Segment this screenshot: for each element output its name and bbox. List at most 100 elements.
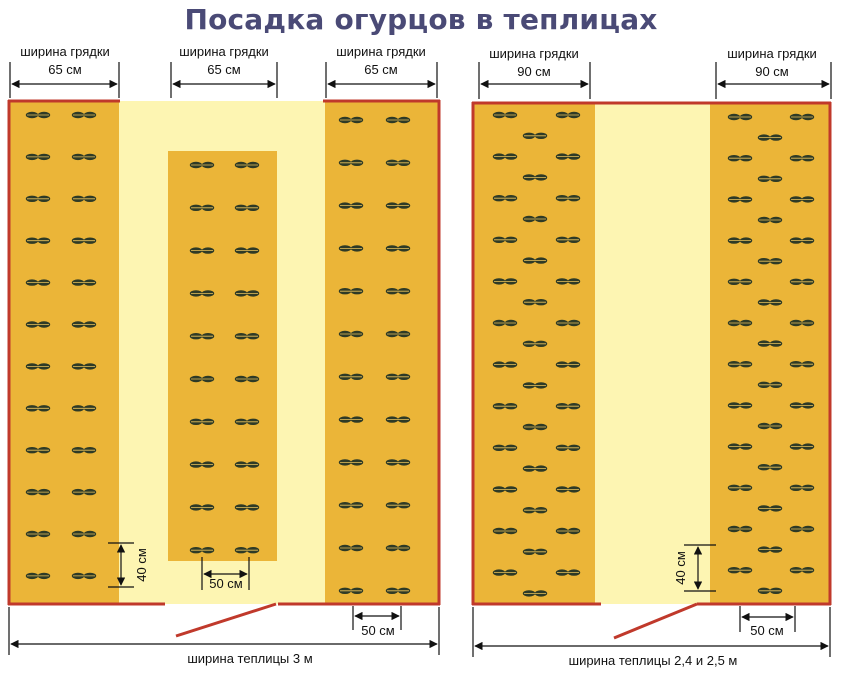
cucumber-plant — [492, 319, 518, 327]
cucumber-plant — [189, 333, 215, 340]
cucumber-plant — [727, 484, 753, 491]
door-24m — [613, 602, 698, 640]
cucumber-plant — [789, 484, 815, 491]
cucumber-plant — [555, 361, 581, 368]
cucumber-plant — [555, 444, 581, 451]
cucumber-plant — [757, 381, 783, 388]
cucumber-plant — [385, 459, 411, 466]
cucumber-plant — [757, 587, 783, 594]
cucumber-plant — [234, 375, 260, 383]
cucumber-plant — [338, 373, 364, 380]
cucumber-plant — [757, 546, 783, 553]
cucumber-plant — [385, 330, 411, 338]
bed-right-width: 65 см — [364, 62, 398, 77]
cucumber-plant — [555, 236, 581, 243]
cucumber-plant — [234, 204, 260, 211]
cucumber-plant — [71, 153, 97, 161]
cucumber-plant — [789, 443, 815, 450]
cucumber-plant — [25, 279, 51, 286]
cucumber-plant — [492, 361, 518, 368]
bed-left — [10, 102, 119, 603]
bed-left-90-label: ширина грядки — [489, 46, 579, 61]
dimension-row-spacing-24m — [684, 544, 716, 592]
bed-middle-width: 65 см — [207, 62, 241, 77]
cucumber-plant — [234, 161, 260, 169]
cucumber-plant — [25, 572, 51, 580]
cucumber-plant — [189, 204, 215, 211]
cucumber-plant — [522, 257, 548, 264]
cucumber-plant — [555, 569, 581, 576]
bed-right-90 — [710, 104, 829, 603]
bed-left-90 — [474, 104, 595, 603]
cucumber-plant — [71, 195, 97, 202]
cucumber-plant — [234, 504, 260, 511]
cucumber-plant — [492, 527, 518, 535]
cucumber-plant — [789, 113, 815, 121]
cucumber-plant — [385, 202, 411, 209]
greenhouse-width-label-3m: ширина теплицы 3 м — [187, 651, 312, 666]
cucumber-plant — [71, 572, 97, 580]
cucumber-plant — [338, 587, 364, 594]
cucumber-plant — [71, 111, 97, 119]
cucumber-plant — [727, 155, 753, 162]
dimension-bed-right — [325, 62, 438, 98]
cucumber-plant — [492, 403, 518, 410]
cucumber-plant — [555, 527, 581, 535]
cucumber-plant — [25, 111, 51, 119]
cucumber-plant — [727, 113, 753, 121]
cucumber-plant — [492, 278, 518, 285]
greenhouse-24m: ширина грядки 90 см ширина грядки 90 см … — [471, 46, 832, 668]
bed-middle-label: ширина грядки — [179, 44, 269, 59]
cucumber-plant — [522, 215, 548, 223]
cucumber-plant — [71, 488, 97, 496]
cucumber-plant — [234, 547, 260, 554]
cucumber-plant — [727, 237, 753, 244]
plants-greenhouse-24m — [492, 111, 815, 597]
cucumber-plant — [71, 321, 97, 328]
cucumber-plant — [555, 195, 581, 202]
cucumber-plant — [71, 405, 97, 412]
cucumber-plant — [25, 530, 51, 538]
cucumber-plant — [522, 340, 548, 347]
cucumber-plant — [757, 258, 783, 265]
cucumber-plant — [727, 402, 753, 409]
cucumber-plant — [522, 299, 548, 306]
plants-greenhouse-3m — [25, 111, 411, 594]
bed-left-width: 65 см — [48, 62, 82, 77]
cucumber-plant — [789, 155, 815, 162]
dimension-plant-spacing-middle — [201, 557, 250, 590]
dimension-greenhouse-width-24m — [472, 607, 831, 657]
cucumber-plant — [757, 340, 783, 347]
cucumber-plant — [492, 444, 518, 451]
cucumber-plant — [25, 363, 51, 370]
cucumber-plant — [522, 548, 548, 555]
greenhouse-24m-frame — [471, 101, 832, 606]
cucumber-plant — [338, 159, 364, 166]
greenhouse-width-label-24m: ширина теплицы 2,4 и 2,5 м — [569, 653, 738, 668]
cucumber-plant — [338, 116, 364, 124]
cucumber-plant — [492, 486, 518, 493]
cucumber-plant — [338, 416, 364, 423]
cucumber-plant — [522, 423, 548, 431]
cucumber-plant — [789, 319, 815, 327]
cucumber-plant — [555, 153, 581, 160]
cucumber-plant — [189, 290, 215, 297]
cucumber-plant — [727, 361, 753, 368]
cucumber-plant — [25, 405, 51, 412]
cucumber-plant — [385, 245, 411, 252]
cucumber-plant — [727, 196, 753, 203]
cucumber-plant — [189, 504, 215, 511]
dimension-bed-left — [9, 62, 120, 98]
cucumber-plant — [522, 507, 548, 514]
cucumber-plant — [757, 216, 783, 224]
cucumber-plant — [338, 245, 364, 252]
cucumber-plant — [789, 525, 815, 533]
cucumber-plant — [385, 544, 411, 552]
cucumber-plant — [757, 505, 783, 512]
cucumber-plant — [757, 175, 783, 182]
cucumber-plant — [25, 447, 51, 454]
cucumber-plant — [25, 237, 51, 244]
cucumber-plant — [71, 363, 97, 370]
greenhouse-3m-frame — [7, 99, 441, 606]
bed-left-label: ширина грядки — [20, 44, 110, 59]
